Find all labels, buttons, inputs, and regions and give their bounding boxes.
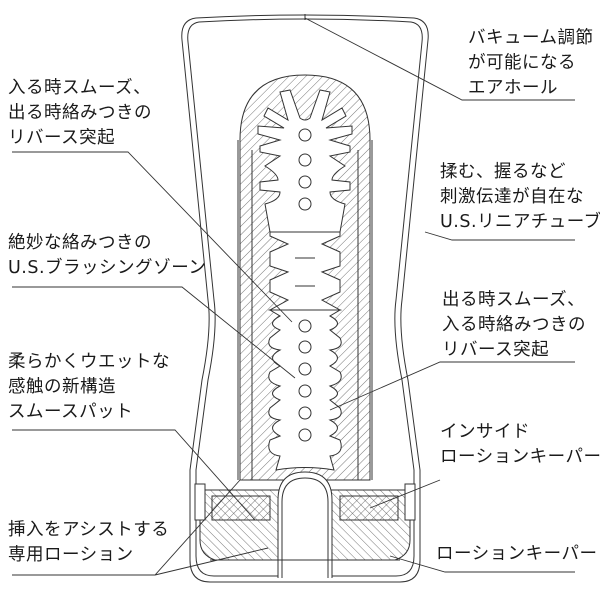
label-reverse-ridges-top: 入る時スムーズ、 出る時絡みつきの リバース突起 [8,76,152,151]
label-reverse-ridges-bottom: 出る時スムーズ、 入る時絡みつきの リバース突起 [442,288,586,363]
leader-lines [12,17,575,576]
label-lotion-keeper: ローションキーパー [436,542,597,567]
label-line: 専用ローション [8,545,134,565]
label-linear-tube: 揉む、握るなど 刺激伝達が自在な U.S.リニアチューブ [440,160,600,235]
label-line: 出る時スムーズ、 [442,290,586,310]
label-smooth-pad: 柔らかくウエットな 感触の新構造 スムースパット [8,350,170,425]
label-line: 入る時絡みつきの [442,315,586,335]
label-line: 感触の新構造 [8,377,116,397]
label-line: バキューム調節 [468,28,594,48]
label-insertion-lotion: 挿入をアシストする 専用ローション [8,518,169,568]
label-line: 揉む、握るなど [440,162,566,182]
label-line: リバース突起 [8,128,116,148]
label-brushing-zone: 絶妙な絡みつきの U.S.ブラッシングゾーン [8,231,206,281]
label-line: ローションキーパー [436,544,598,564]
label-line: U.S.ブラッシングゾーン [8,258,207,278]
label-line: ローションキーパー [440,447,600,467]
label-line: エアホール [468,78,558,98]
label-line: 挿入をアシストする [8,520,170,540]
label-line: 柔らかくウエットな [8,352,170,372]
label-line: インサイド [440,422,530,442]
label-line: 刺激伝達が自在な [440,187,584,207]
base-assembly [194,471,416,578]
label-line: リバース突起 [442,340,550,360]
inner-canal [257,89,353,471]
label-line: 入る時スムーズ、 [8,78,152,98]
label-line: 出る時絡みつきの [8,103,152,123]
label-line: 絶妙な絡みつきの [8,233,152,253]
label-line: スムースパット [8,402,134,422]
label-inside-lotion-keeper: インサイド ローションキーパー [440,420,600,470]
label-air-hole: バキューム調節 が可能になる エアホール [468,26,593,101]
label-line: が可能になる [468,53,576,73]
label-line: U.S.リニアチューブ [440,212,600,232]
outer-cup [181,14,429,583]
